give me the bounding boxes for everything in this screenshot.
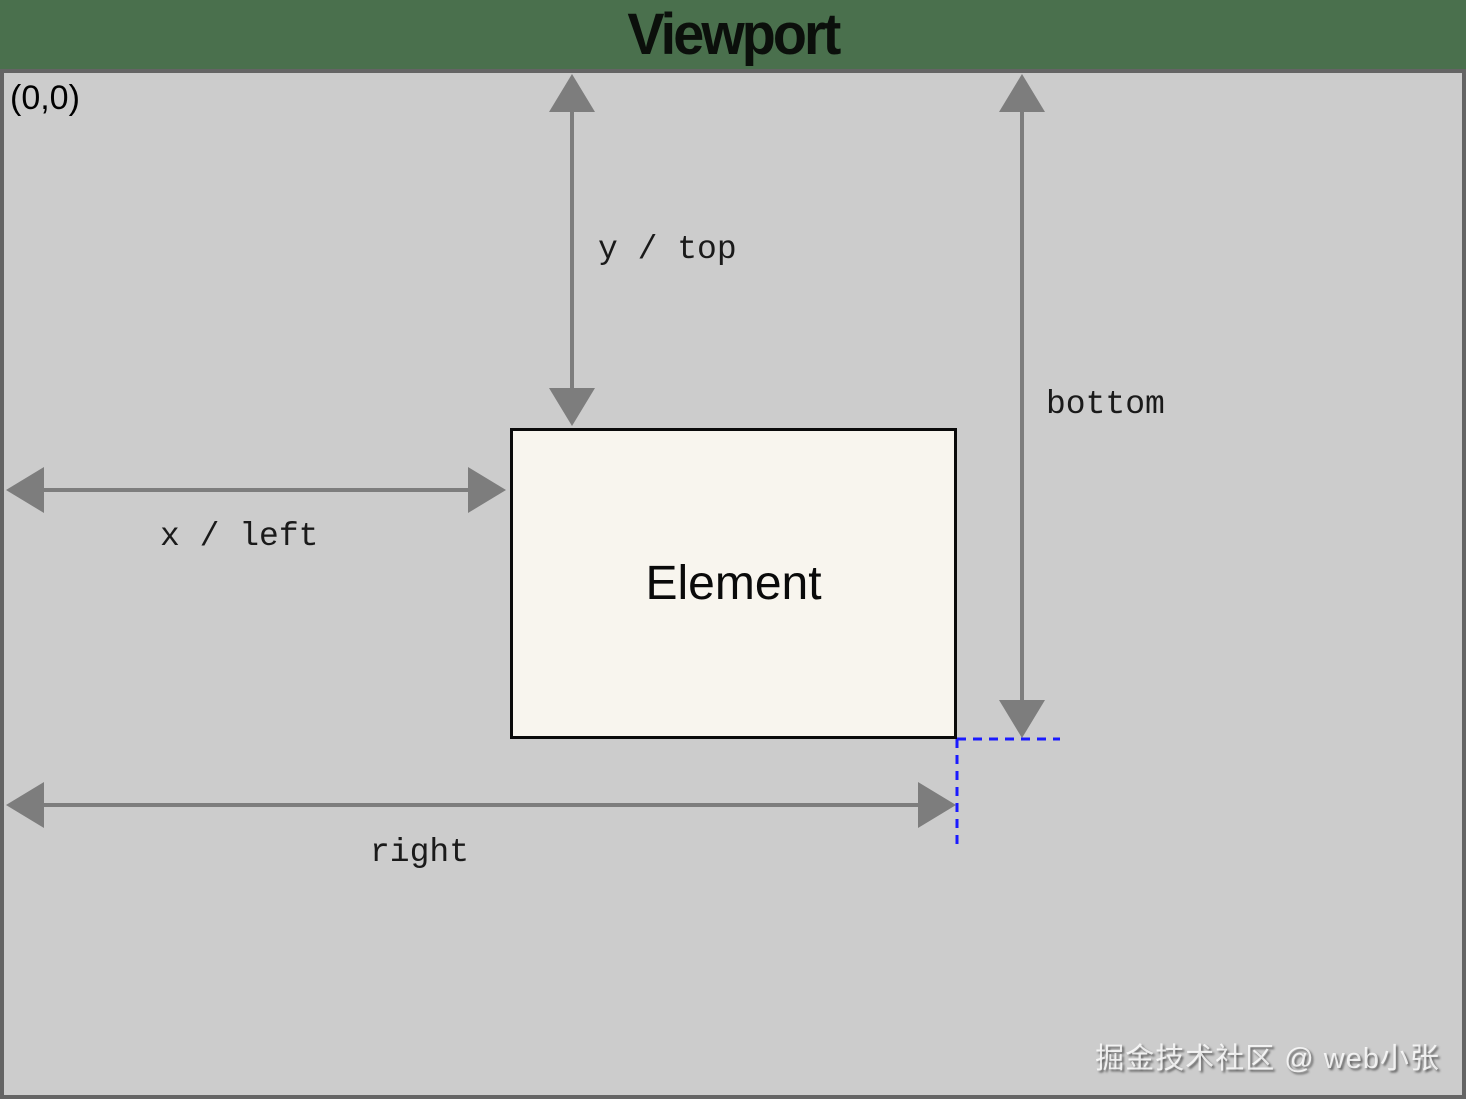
bottom-label: bottom — [1046, 386, 1165, 423]
diagram-title: Viewport — [627, 1, 841, 67]
header-strip: Viewport — [0, 0, 1466, 69]
origin-coordinate-label: (0,0) — [10, 79, 80, 117]
watermark: 掘金技术社区 @ web小张 — [1095, 1043, 1440, 1075]
element-label: Element — [645, 557, 822, 610]
right-label: right — [370, 834, 470, 871]
x-left-label: x / left — [160, 518, 319, 555]
y-top-label: y / top — [598, 231, 737, 268]
element-box: Element — [510, 428, 957, 739]
